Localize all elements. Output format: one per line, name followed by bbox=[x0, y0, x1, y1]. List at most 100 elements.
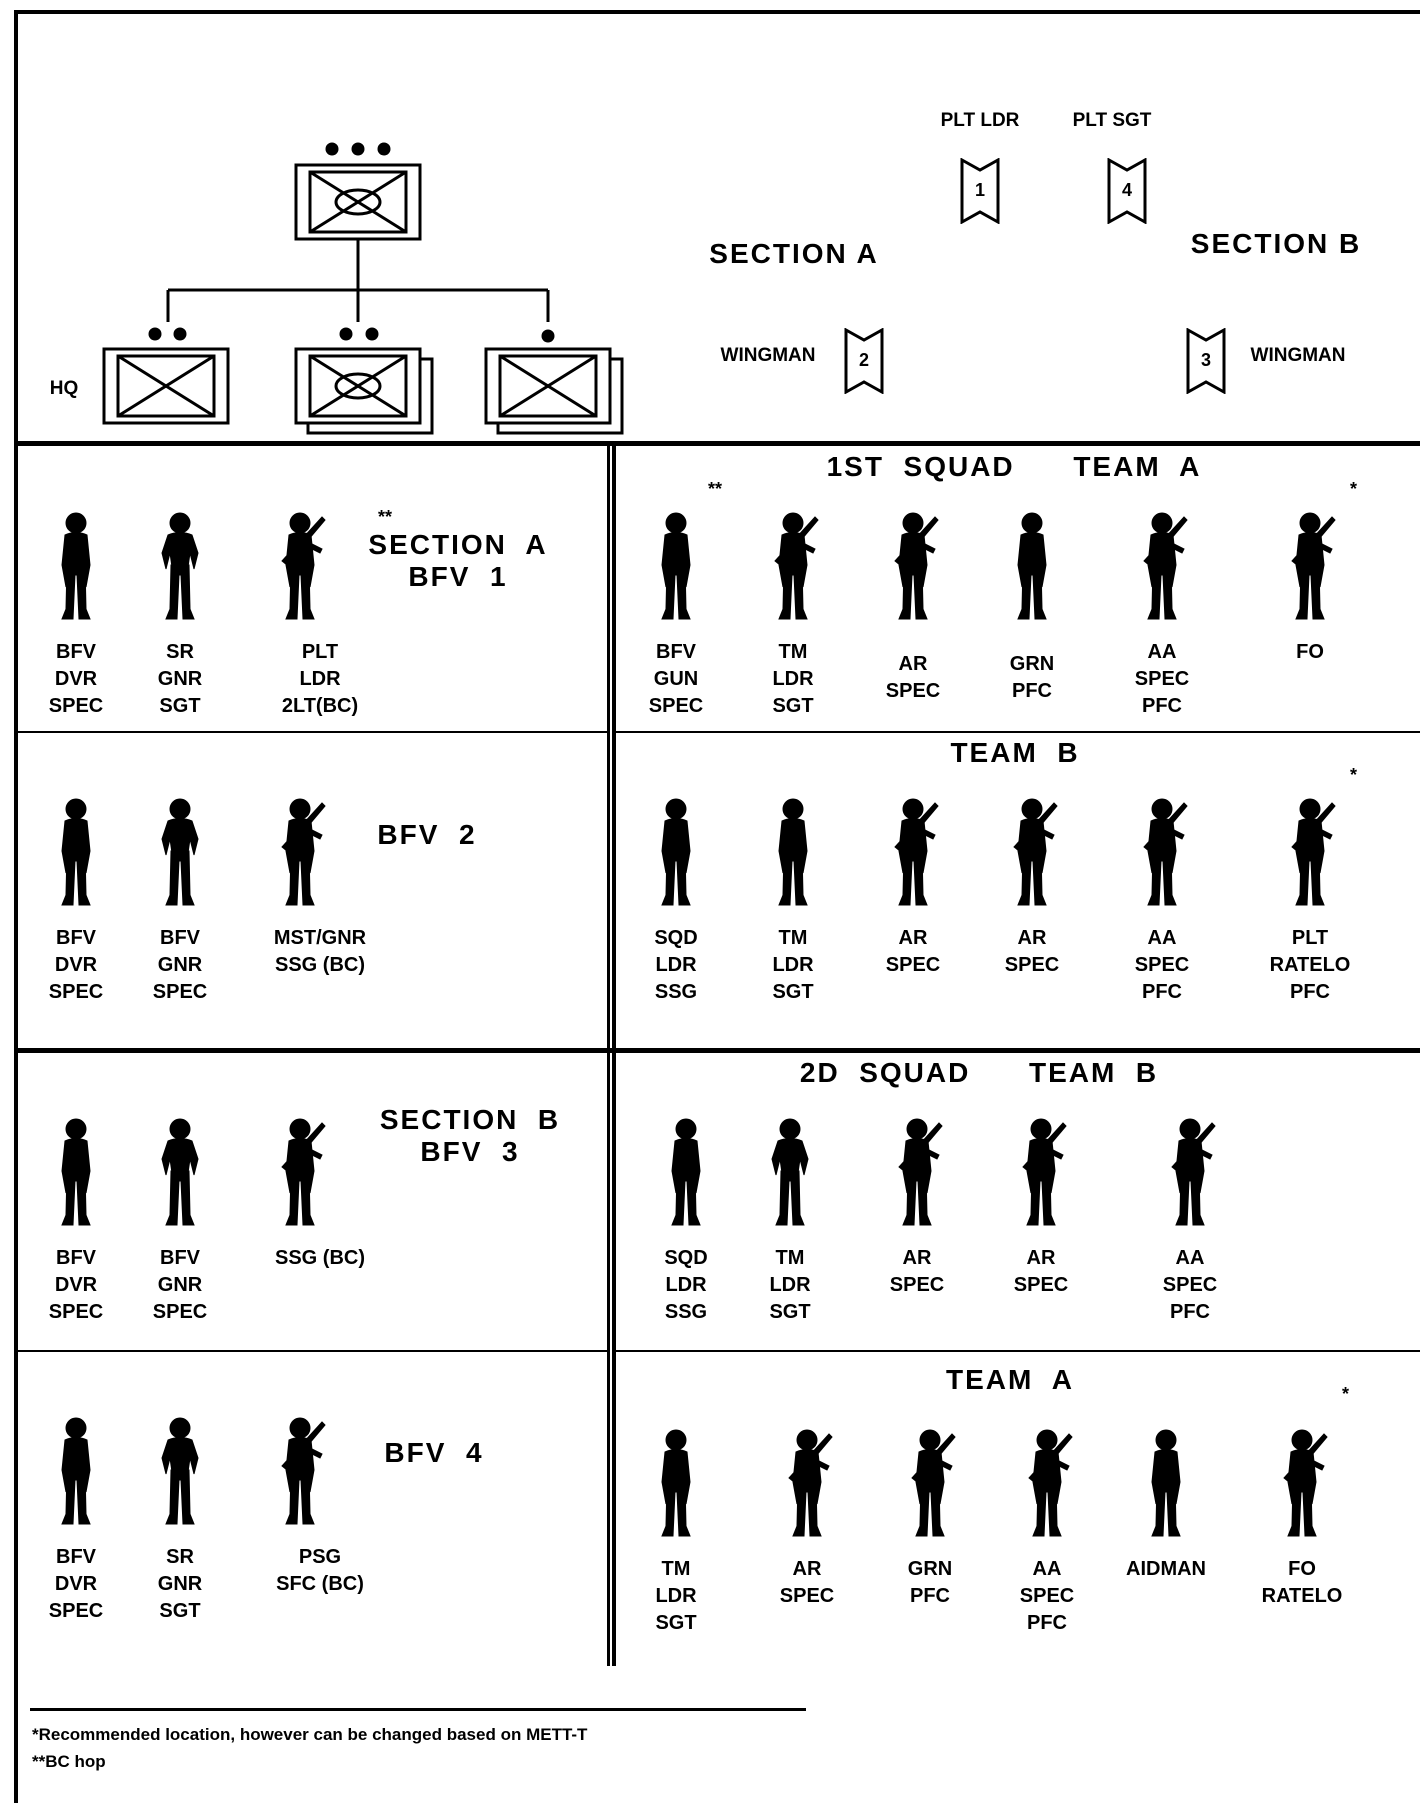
bfv-marker-1: 1 bbox=[958, 157, 1002, 229]
soldier-role-label: AR SPEC bbox=[885, 927, 941, 976]
bfv-number-1: 1 bbox=[974, 180, 985, 200]
soldier-figure bbox=[1272, 1426, 1332, 1538]
soldier-figure bbox=[763, 509, 823, 621]
plt-ldr-label: PLT LDR bbox=[940, 110, 1020, 131]
soldier-figure bbox=[270, 795, 330, 907]
soldier-role-label: AR SPEC bbox=[779, 1558, 835, 1607]
soldier-role-label: AR SPEC bbox=[1004, 927, 1060, 976]
mech-squad-symbol bbox=[294, 327, 434, 435]
wingman-left-label: WINGMAN bbox=[720, 345, 816, 366]
soldier-figure bbox=[1160, 1115, 1220, 1227]
panel-title: TEAM A bbox=[945, 1364, 1075, 1395]
soldier-role-label: AIDMAN bbox=[1126, 1558, 1206, 1580]
diagram-frame bbox=[14, 10, 1420, 1803]
divider-right-1 bbox=[616, 731, 1420, 733]
panel-title: SECTION B BFV 3 bbox=[379, 1104, 561, 1167]
soldier-figure bbox=[883, 795, 943, 907]
soldier-role-label: SR GNR SGT bbox=[157, 641, 203, 717]
hq-label: HQ bbox=[49, 378, 79, 399]
soldier-role-label: BFV GNR SPEC bbox=[152, 927, 208, 1003]
divider-right-3 bbox=[616, 1350, 1420, 1352]
panel-title: BFV 4 bbox=[384, 1437, 484, 1468]
soldier-figure bbox=[1002, 509, 1062, 621]
soldier-role-label: FO RATELO bbox=[1261, 1558, 1343, 1607]
soldier-role-label: AR SPEC bbox=[889, 1247, 945, 1296]
platoon-symbol bbox=[294, 142, 422, 241]
soldier-figure bbox=[270, 1115, 330, 1227]
bfv-marker-2: 4 bbox=[1105, 157, 1149, 229]
soldier-role-label: TM LDR SGT bbox=[772, 641, 814, 717]
soldier-role-label: BFV DVR SPEC bbox=[48, 1546, 104, 1622]
soldier-role-label: TM LDR SGT bbox=[655, 1558, 697, 1634]
section-a-label: SECTION A bbox=[709, 238, 879, 269]
soldier-figure bbox=[46, 1115, 106, 1227]
soldier-role-label: FO bbox=[1296, 641, 1324, 663]
infantry-squad-symbol bbox=[484, 329, 624, 435]
recommended-location-marker: * bbox=[1350, 765, 1358, 785]
soldier-figure bbox=[760, 1115, 820, 1227]
soldier-role-label: SSG (BC) bbox=[275, 1247, 365, 1269]
soldier-role-label: TM LDR SGT bbox=[769, 1247, 811, 1323]
soldier-figure bbox=[150, 509, 210, 621]
soldier-figure bbox=[656, 1115, 716, 1227]
bc-hop-marker: ** bbox=[708, 479, 723, 499]
soldier-role-label: MST/GNR SSG (BC) bbox=[273, 927, 367, 976]
soldier-figure bbox=[46, 795, 106, 907]
panel-title: 1ST SQUAD TEAM A bbox=[826, 451, 1202, 482]
soldier-role-label: SQD LDR SSG bbox=[654, 927, 698, 1003]
soldier-figure bbox=[270, 1414, 330, 1526]
footnote-2: **BC hop bbox=[32, 1752, 106, 1771]
soldier-figure bbox=[646, 1426, 706, 1538]
soldier-figure bbox=[1017, 1426, 1077, 1538]
org-chart bbox=[102, 142, 624, 435]
soldier-figure bbox=[46, 509, 106, 621]
soldier-figure bbox=[646, 509, 706, 621]
soldier-figure bbox=[883, 509, 943, 621]
panel-title: BFV 2 bbox=[377, 819, 477, 850]
soldier-role-label: SR GNR SGT bbox=[157, 1546, 203, 1622]
divider-left-1 bbox=[14, 731, 608, 733]
soldier-role-label: BFV DVR SPEC bbox=[48, 927, 104, 1003]
soldier-role-label: PSG SFC (BC) bbox=[276, 1546, 364, 1595]
soldier-role-label: AA SPEC PFC bbox=[1134, 641, 1190, 717]
soldier-figure bbox=[777, 1426, 837, 1538]
plt-sgt-label: PLT SGT bbox=[1072, 110, 1152, 131]
bfv-number-4: 3 bbox=[1200, 350, 1211, 370]
soldier-figure bbox=[1011, 1115, 1071, 1227]
soldier-figure bbox=[150, 795, 210, 907]
soldier-role-label: AA SPEC PFC bbox=[1019, 1558, 1075, 1634]
soldier-role-label: PLT LDR 2LT(BC) bbox=[281, 641, 359, 717]
wingman-right-label: WINGMAN bbox=[1250, 345, 1346, 366]
bfv-marker-4: 3 bbox=[1184, 327, 1228, 399]
soldier-figure bbox=[1280, 509, 1340, 621]
soldier-figure bbox=[150, 1414, 210, 1526]
soldier-figure bbox=[1132, 795, 1192, 907]
divider-left-3 bbox=[14, 1350, 608, 1352]
panel-title: TEAM B bbox=[950, 737, 1080, 768]
divider-vertical-left bbox=[607, 446, 610, 1666]
bc-hop-marker: ** bbox=[378, 507, 393, 527]
section-b-label: SECTION B bbox=[1190, 228, 1362, 259]
hq-section-symbol bbox=[102, 327, 230, 425]
soldier-role-label: BFV GUN SPEC bbox=[648, 641, 704, 717]
divider-top bbox=[14, 441, 1420, 446]
soldier-role-label: PLT RATELO PFC bbox=[1269, 927, 1351, 1003]
soldier-role-label: TM LDR SGT bbox=[772, 927, 814, 1003]
soldier-figure bbox=[1136, 1426, 1196, 1538]
soldier-role-label: AA SPEC PFC bbox=[1162, 1247, 1218, 1323]
soldier-role-label: BFV DVR SPEC bbox=[48, 1247, 104, 1323]
soldier-role-label: AR SPEC bbox=[885, 653, 941, 702]
soldier-figure bbox=[900, 1426, 960, 1538]
recommended-location-marker: * bbox=[1350, 479, 1358, 499]
divider-vertical-right bbox=[612, 446, 616, 1666]
soldier-figure bbox=[1132, 509, 1192, 621]
soldier-figure bbox=[1002, 795, 1062, 907]
soldier-role-label: SQD LDR SSG bbox=[664, 1247, 708, 1323]
bfv-number-2: 4 bbox=[1121, 180, 1132, 200]
soldier-role-label: GRN PFC bbox=[907, 1558, 953, 1607]
soldier-role-label: AA SPEC PFC bbox=[1134, 927, 1190, 1003]
soldier-role-label: BFV DVR SPEC bbox=[48, 641, 104, 717]
soldier-figure bbox=[150, 1115, 210, 1227]
org-connectors bbox=[166, 239, 550, 322]
soldier-figure bbox=[46, 1414, 106, 1526]
